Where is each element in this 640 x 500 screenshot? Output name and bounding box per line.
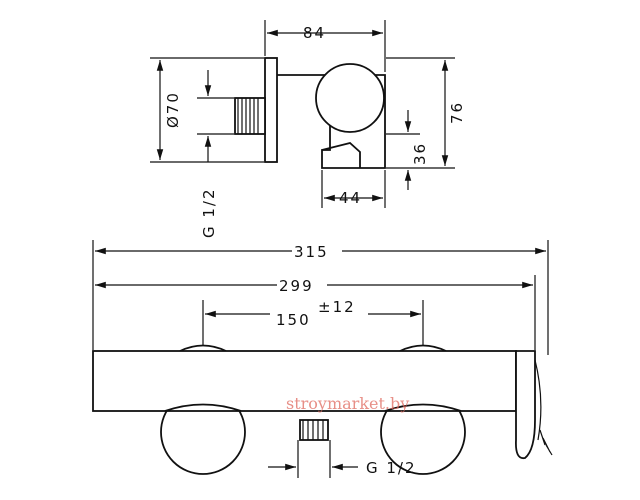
bottom-connector [299,419,329,441]
thread-label-bottom: G 1/2 [366,459,417,477]
handle-right-top [399,344,447,352]
dim-299: 299 [279,277,314,295]
dim-76: 76 [448,101,466,124]
thread-label-side: G 1/2 [200,187,218,238]
dim-44: 44 [339,189,362,207]
dim-315: 315 [294,243,329,261]
side-view: 84 Ø70 G 1/2 76 36 44 [150,20,466,238]
handle-left-top [179,344,227,352]
dim-tolerance: ±12 [318,298,356,316]
dim-84: 84 [303,24,326,42]
spout [515,350,536,460]
dim-diameter-70: Ø70 [164,91,182,128]
threaded-connector [234,97,266,135]
watermark: stroymarket.by [286,394,409,413]
dim-36: 36 [411,142,429,165]
front-view: 315 299 150 ±12 [92,240,553,478]
dim-150: 150 [276,311,311,329]
outlet-nozzle [321,142,361,168]
handle-circle [315,63,385,133]
wall-plate [264,57,278,163]
